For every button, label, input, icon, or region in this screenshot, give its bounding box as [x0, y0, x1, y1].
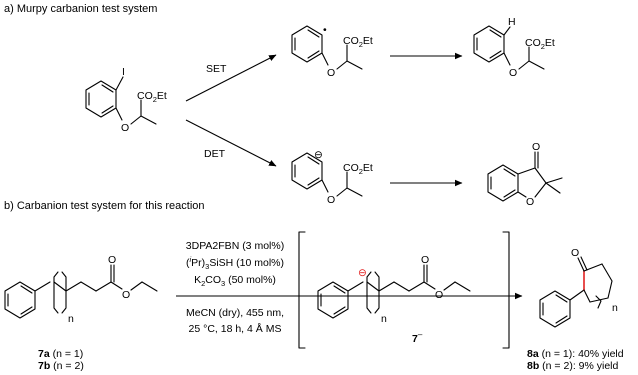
intermediate-carbanion-charge: ⊖ [358, 267, 367, 279]
substrate-ester-oxygen: O [122, 289, 130, 301]
carbanion-charge: ⊖ [314, 149, 323, 161]
product-8b-label: 8b (n = 2): 9% yield [527, 360, 619, 372]
intermediate-7-structure: ⊖ n O O [317, 254, 471, 325]
radical-ester-group: CO2Et [343, 35, 373, 49]
product-n-label: n [612, 302, 618, 314]
carbanion-ether-oxygen: O [327, 194, 335, 206]
condition-photocatalyst: 3DPA2FBN (3 mol%) [186, 240, 284, 252]
arene-ether-oxygen: O [509, 67, 517, 79]
intermediate-label: 7– [412, 330, 423, 345]
section-b-title: b) Carbanion test system for this reacti… [4, 200, 205, 212]
carbanion-ester-group: CO2Et [343, 162, 373, 176]
condition-solvent: MeCN (dry), 455 nm, [186, 307, 284, 319]
furan-oxygen: O [526, 196, 534, 208]
ether-oxygen: O [121, 122, 129, 134]
aryl-radical-structure: • O CO2Et [291, 24, 373, 79]
substrate-carbonyl-oxygen: O [108, 254, 116, 266]
condition-temp-time: 25 °C, 18 h, 4 Å MS [189, 322, 282, 335]
condition-hat-catalyst: (iPr)3SiSH (10 mol%) [186, 255, 284, 271]
set-arrow [185, 54, 277, 102]
substrate-n-label: n [68, 313, 74, 325]
left-bracket [298, 231, 306, 349]
ester-group: CO2Et [137, 90, 167, 104]
aryl-iodide-structure: I O CO2Et [85, 66, 167, 134]
condition-base: K2CO3 (50 mol%) [194, 274, 276, 288]
aryl-carbanion-structure: ⊖ O CO2Et [291, 149, 373, 206]
ketone-oxygen: O [532, 141, 540, 153]
intermediate-carbonyl-oxygen: O [421, 254, 429, 266]
product-8-structure: O n [539, 247, 618, 328]
radical-dot: • [323, 24, 327, 36]
det-label: DET [204, 148, 226, 160]
substrate-7a-label: 7a (n = 1) [38, 348, 83, 360]
product-8a-label: 8a (n = 1): 40% yield [527, 348, 624, 360]
hydrogen-atom: H [508, 16, 516, 28]
reduced-arene-structure: H O CO2Et [473, 16, 555, 79]
substrate-7b-label: 7b (n = 2) [38, 360, 84, 372]
radical-ether-oxygen: O [327, 67, 335, 79]
intermediate-n-label: n [381, 313, 387, 325]
product-ketone-oxygen: O [571, 247, 579, 259]
benzofuranone-structure: O O [487, 141, 563, 208]
right-bracket [502, 231, 510, 349]
substrate-7-structure: n O O [4, 254, 158, 325]
iodine-atom: I [122, 66, 125, 78]
det-arrow [185, 119, 277, 167]
intermediate-ester-oxygen: O [435, 289, 443, 301]
section-a-title: a) Murpy carbanion test system [4, 3, 157, 15]
set-label: SET [206, 63, 227, 75]
arene-ester-group: CO2Et [525, 37, 555, 51]
